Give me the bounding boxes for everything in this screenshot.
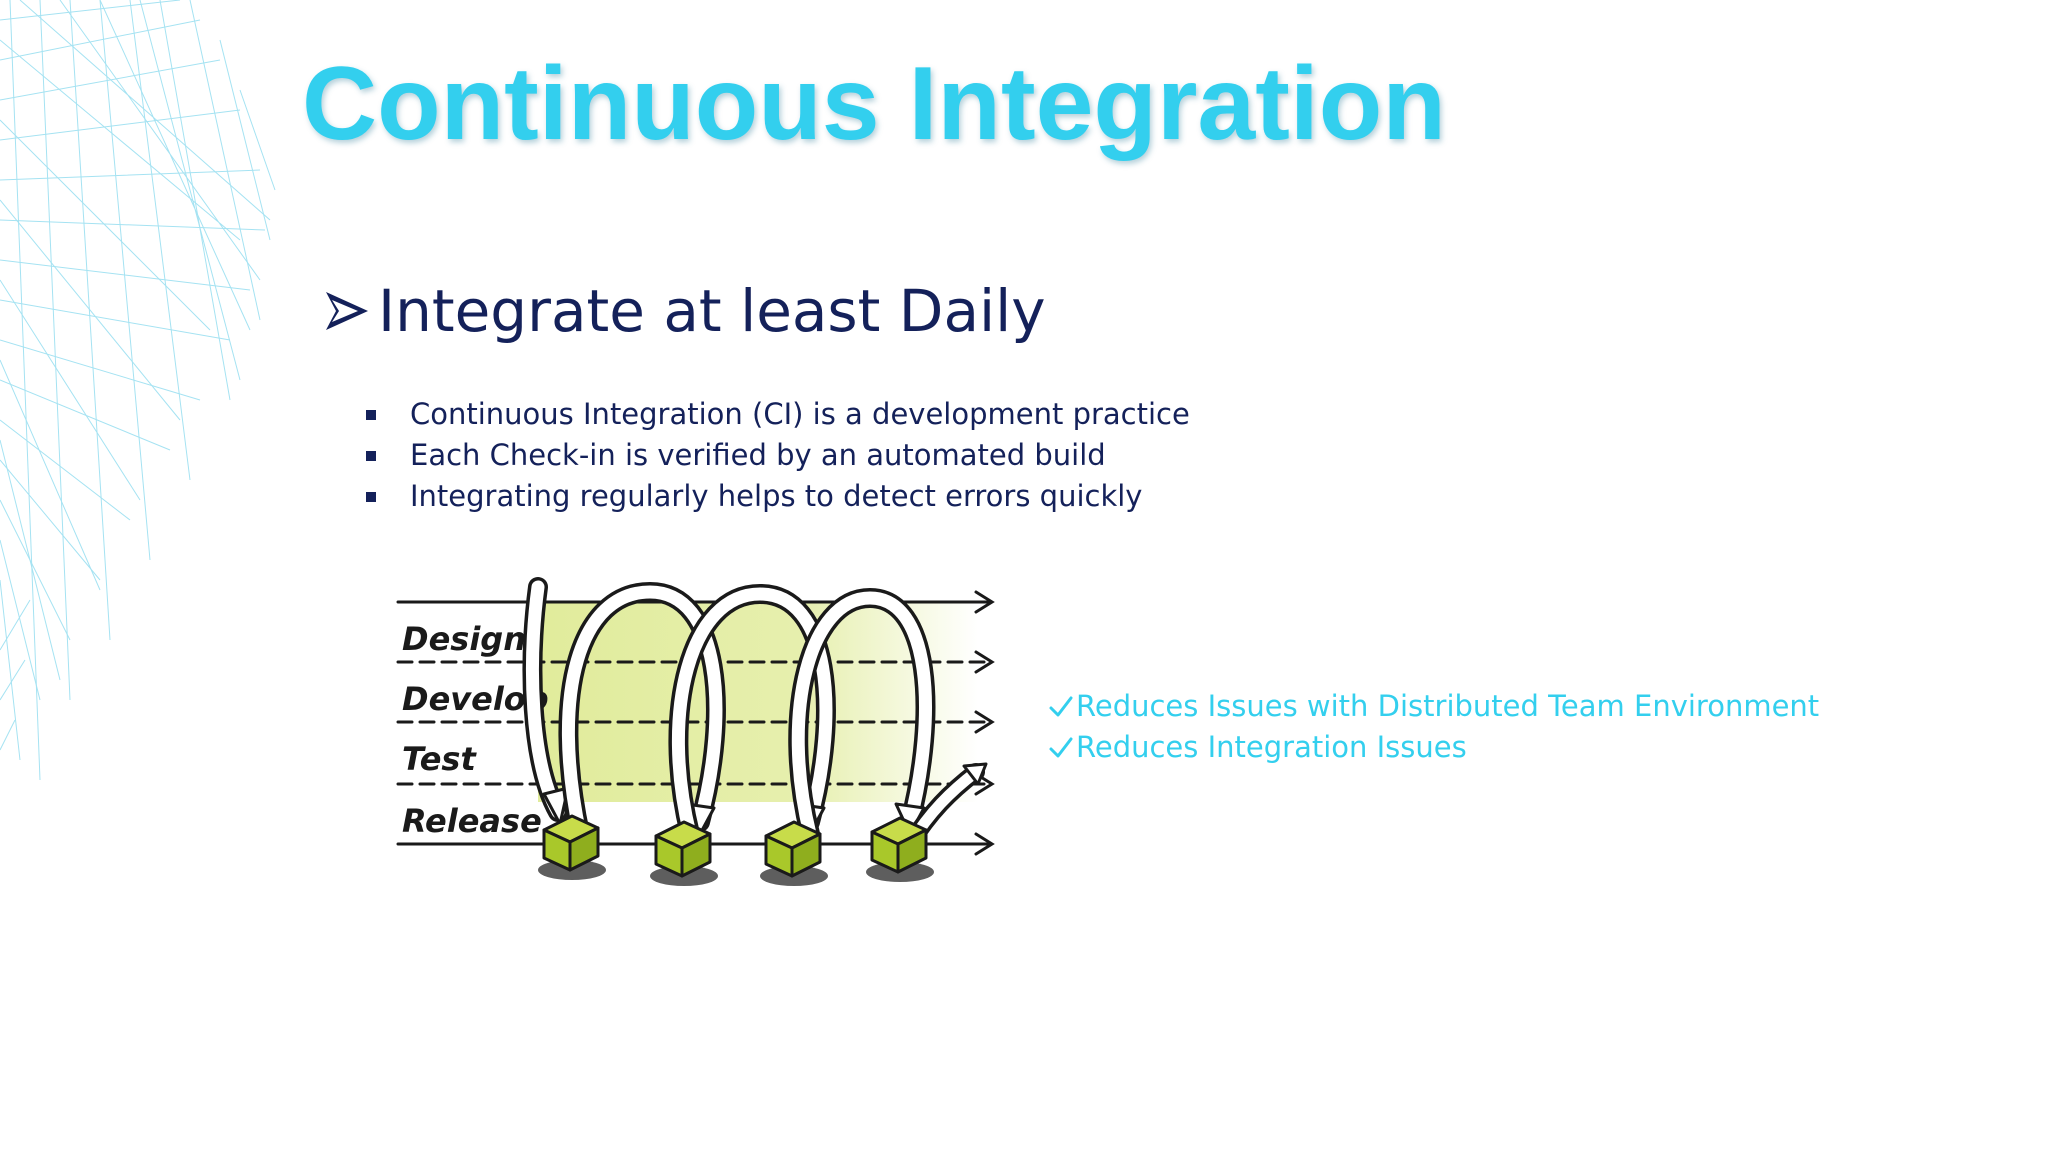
subheading-text: Integrate at least Daily [378,277,1046,345]
square-bullet-icon [366,409,376,420]
lane-label-test: Test [402,740,477,778]
bullet-text: Integrating regularly helps to detect er… [410,479,1143,513]
check-icon [1049,696,1073,716]
slide-title: Continuous Integration [302,46,1446,162]
release-box-icon [866,816,934,882]
arrowhead-bullet-icon [326,292,368,330]
benefit-list: Reduces Issues with Distributed Team Env… [1048,686,1819,768]
bullet-list: Continuous Integration (CI) is a develop… [366,394,1190,517]
lane-label-design: Design [402,620,526,658]
lane-arrowhead [974,590,995,614]
ci-loop-diagram: Design Develop Test Release [396,577,995,886]
subheading: Integrate at least Daily [322,272,1046,350]
list-item: Integrating regularly helps to detect er… [366,476,1190,517]
lane-label-release: Release [402,802,542,840]
lane-arrowhead [974,832,995,856]
loop-arrow-entry [522,577,570,826]
list-item: Reduces Issues with Distributed Team Env… [1048,686,1819,727]
list-item: Continuous Integration (CI) is a develop… [366,394,1190,435]
benefit-text: Reduces Issues with Distributed Team Env… [1076,689,1820,723]
loop-arrow-3 [788,588,936,844]
lane-arrowhead [974,710,995,734]
square-bullet-icon [366,491,376,502]
check-icon [1049,737,1073,757]
wireframe-mesh-decoration [0,0,276,781]
list-item: Each Check-in is verified by an automate… [366,435,1190,476]
bullet-text: Each Check-in is verified by an automate… [410,438,1106,472]
benefit-text: Reduces Integration Issues [1076,730,1467,764]
list-item: Reduces Integration Issues [1048,727,1819,768]
release-box-icon [650,820,718,886]
square-bullet-icon [366,450,376,461]
bullet-text: Continuous Integration (CI) is a develop… [410,397,1190,431]
release-box-icon [760,820,828,886]
lane-arrowhead [974,650,995,674]
release-box-icon [538,814,606,880]
